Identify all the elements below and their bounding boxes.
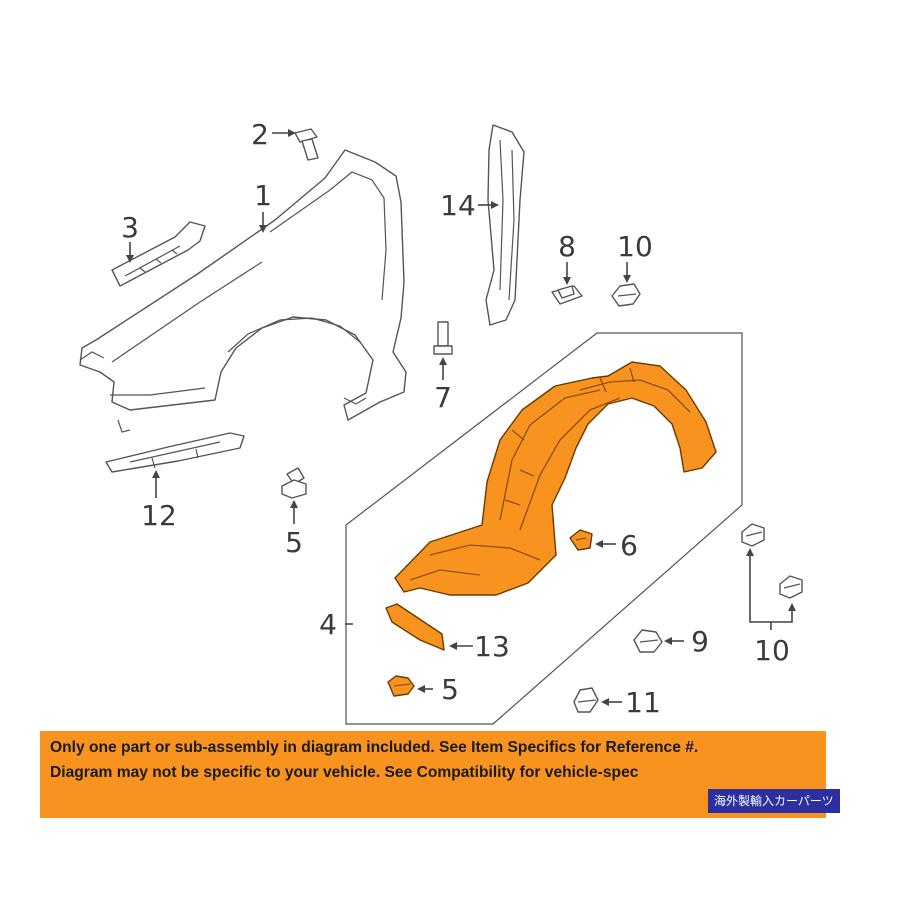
part-grommet-6 [569, 529, 593, 551]
part-fender-liner-4 [394, 361, 717, 596]
assembly-outline-4 [345, 332, 743, 725]
callout-3: 3 [121, 211, 139, 244]
part-fender [79, 149, 407, 433]
callout-1: 1 [254, 179, 272, 212]
part-clip-5-left [281, 467, 307, 499]
shop-label: 海外製輸入カーパーツ [708, 789, 840, 813]
callout-8: 8 [558, 230, 576, 263]
callout-2: 2 [251, 118, 269, 151]
part-push-clip-10-right-lower [779, 575, 803, 599]
part-clip-9 [633, 629, 663, 653]
part-seal-12 [105, 432, 245, 473]
part-push-clip-10-right-upper [741, 523, 765, 547]
disclaimer-line-1: Only one part or sub-assembly in diagram… [50, 739, 699, 756]
callout-13: 13 [474, 630, 510, 663]
disclaimer-banner: Only one part or sub-assembly in diagram… [40, 731, 826, 818]
part-push-clip-10-top [611, 283, 641, 307]
callout-7: 7 [434, 381, 452, 414]
part-clip-8 [551, 285, 583, 305]
callout-12: 12 [141, 499, 177, 532]
callout-10-right: 10 [754, 634, 790, 667]
callout-5-left: 5 [285, 526, 303, 559]
callout-labels: 2 1 3 12 5 7 14 8 10 4 6 13 5 9 10 11 [121, 118, 790, 719]
callout-9: 9 [691, 625, 709, 658]
callout-11: 11 [625, 686, 661, 719]
part-seal-14 [485, 124, 525, 326]
part-clip-11 [573, 687, 599, 713]
leader-lines [126, 129, 796, 706]
part-bolt-7 [433, 321, 453, 355]
callout-10-top: 10 [617, 230, 653, 263]
part-bracket-3 [111, 221, 206, 287]
callout-14: 14 [440, 189, 476, 222]
callout-4: 4 [319, 608, 337, 641]
part-clip-5-box [387, 675, 415, 697]
part-bolt-2 [294, 128, 319, 161]
disclaimer-line-2: Diagram may not be specific to your vehi… [50, 764, 639, 781]
callout-5-box: 5 [441, 673, 459, 706]
part-liner-strip-13 [385, 603, 445, 651]
callout-6: 6 [620, 529, 638, 562]
